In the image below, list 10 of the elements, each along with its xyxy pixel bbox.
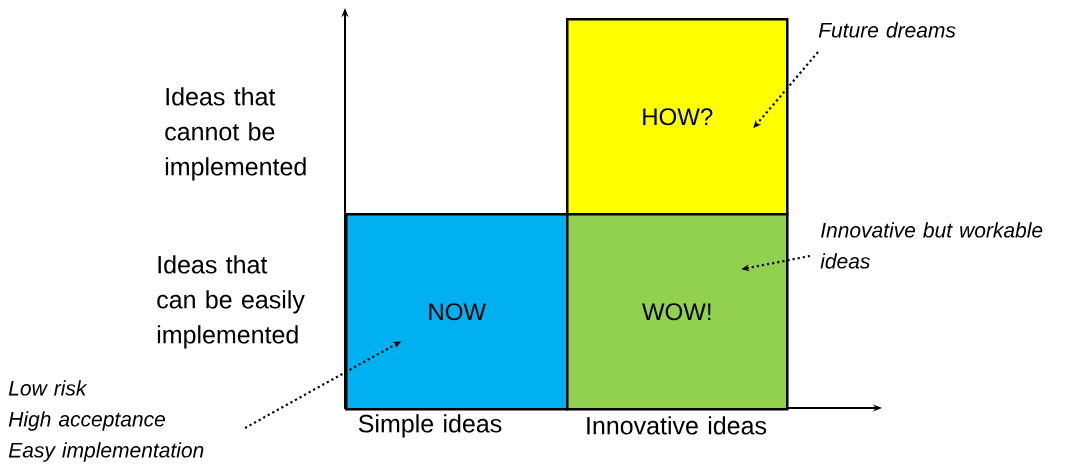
axis-label: Ideas that cannot be implemented xyxy=(165,87,306,181)
annotation-text: Low risk High acceptance Easy implementation xyxy=(8,380,204,462)
axis-label: Ideas that can be easily implemented xyxy=(157,255,305,349)
axis-label: Innovative ideas xyxy=(587,416,767,435)
quadrant-box: HOW? xyxy=(566,18,789,216)
annotation-text: Future dreams xyxy=(818,22,956,38)
axis-label: Simple ideas xyxy=(358,414,502,438)
annotation-text: Innovative but workable ideas xyxy=(820,222,1043,269)
quadrant-box: NOW xyxy=(345,213,569,411)
quadrant-box: WOW! xyxy=(566,213,789,411)
